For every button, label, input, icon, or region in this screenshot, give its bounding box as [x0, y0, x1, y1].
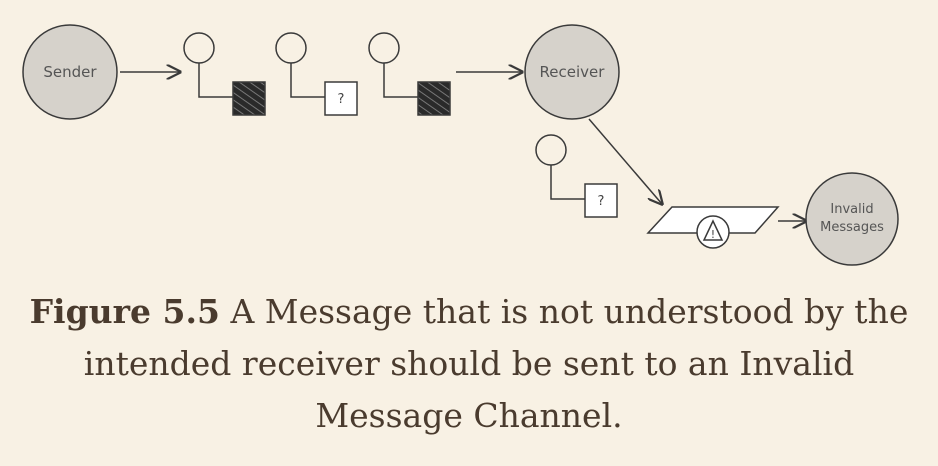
- warning-mark: !: [711, 228, 715, 241]
- sender-node: Sender: [22, 24, 118, 120]
- message-unknown-rejected: ?: [535, 134, 618, 218]
- invalid-message-channel: !: [646, 206, 780, 249]
- message-scribbled-2: [368, 32, 451, 116]
- figure-number: Figure 5.5: [29, 292, 220, 331]
- arrow-receiver-to-invalid-channel: [588, 118, 662, 204]
- scribbled-body-icon: [232, 81, 266, 116]
- figure-caption: Figure 5.5 A Message that is not underst…: [20, 286, 918, 442]
- question-mark-icon: ?: [338, 92, 345, 107]
- receiver-node: Receiver: [524, 24, 620, 120]
- invalid-messages-label-line1: Invalid: [830, 202, 873, 217]
- caption-text: A Message that is not understood by the …: [83, 292, 909, 435]
- scribbled-body-icon: [417, 81, 451, 116]
- warning-icon: [702, 219, 724, 241]
- invalid-messages-label-line2: Messages: [820, 220, 884, 235]
- invalid-messages-node: Invalid Messages: [805, 172, 899, 266]
- sender-label: Sender: [43, 63, 97, 81]
- message-unknown-1: ?: [275, 32, 358, 116]
- message-scribbled-1: [183, 32, 266, 116]
- question-mark-icon: ?: [598, 194, 605, 209]
- receiver-label: Receiver: [540, 63, 606, 81]
- message-flow-diagram: Sender ? Receiver: [22, 24, 899, 266]
